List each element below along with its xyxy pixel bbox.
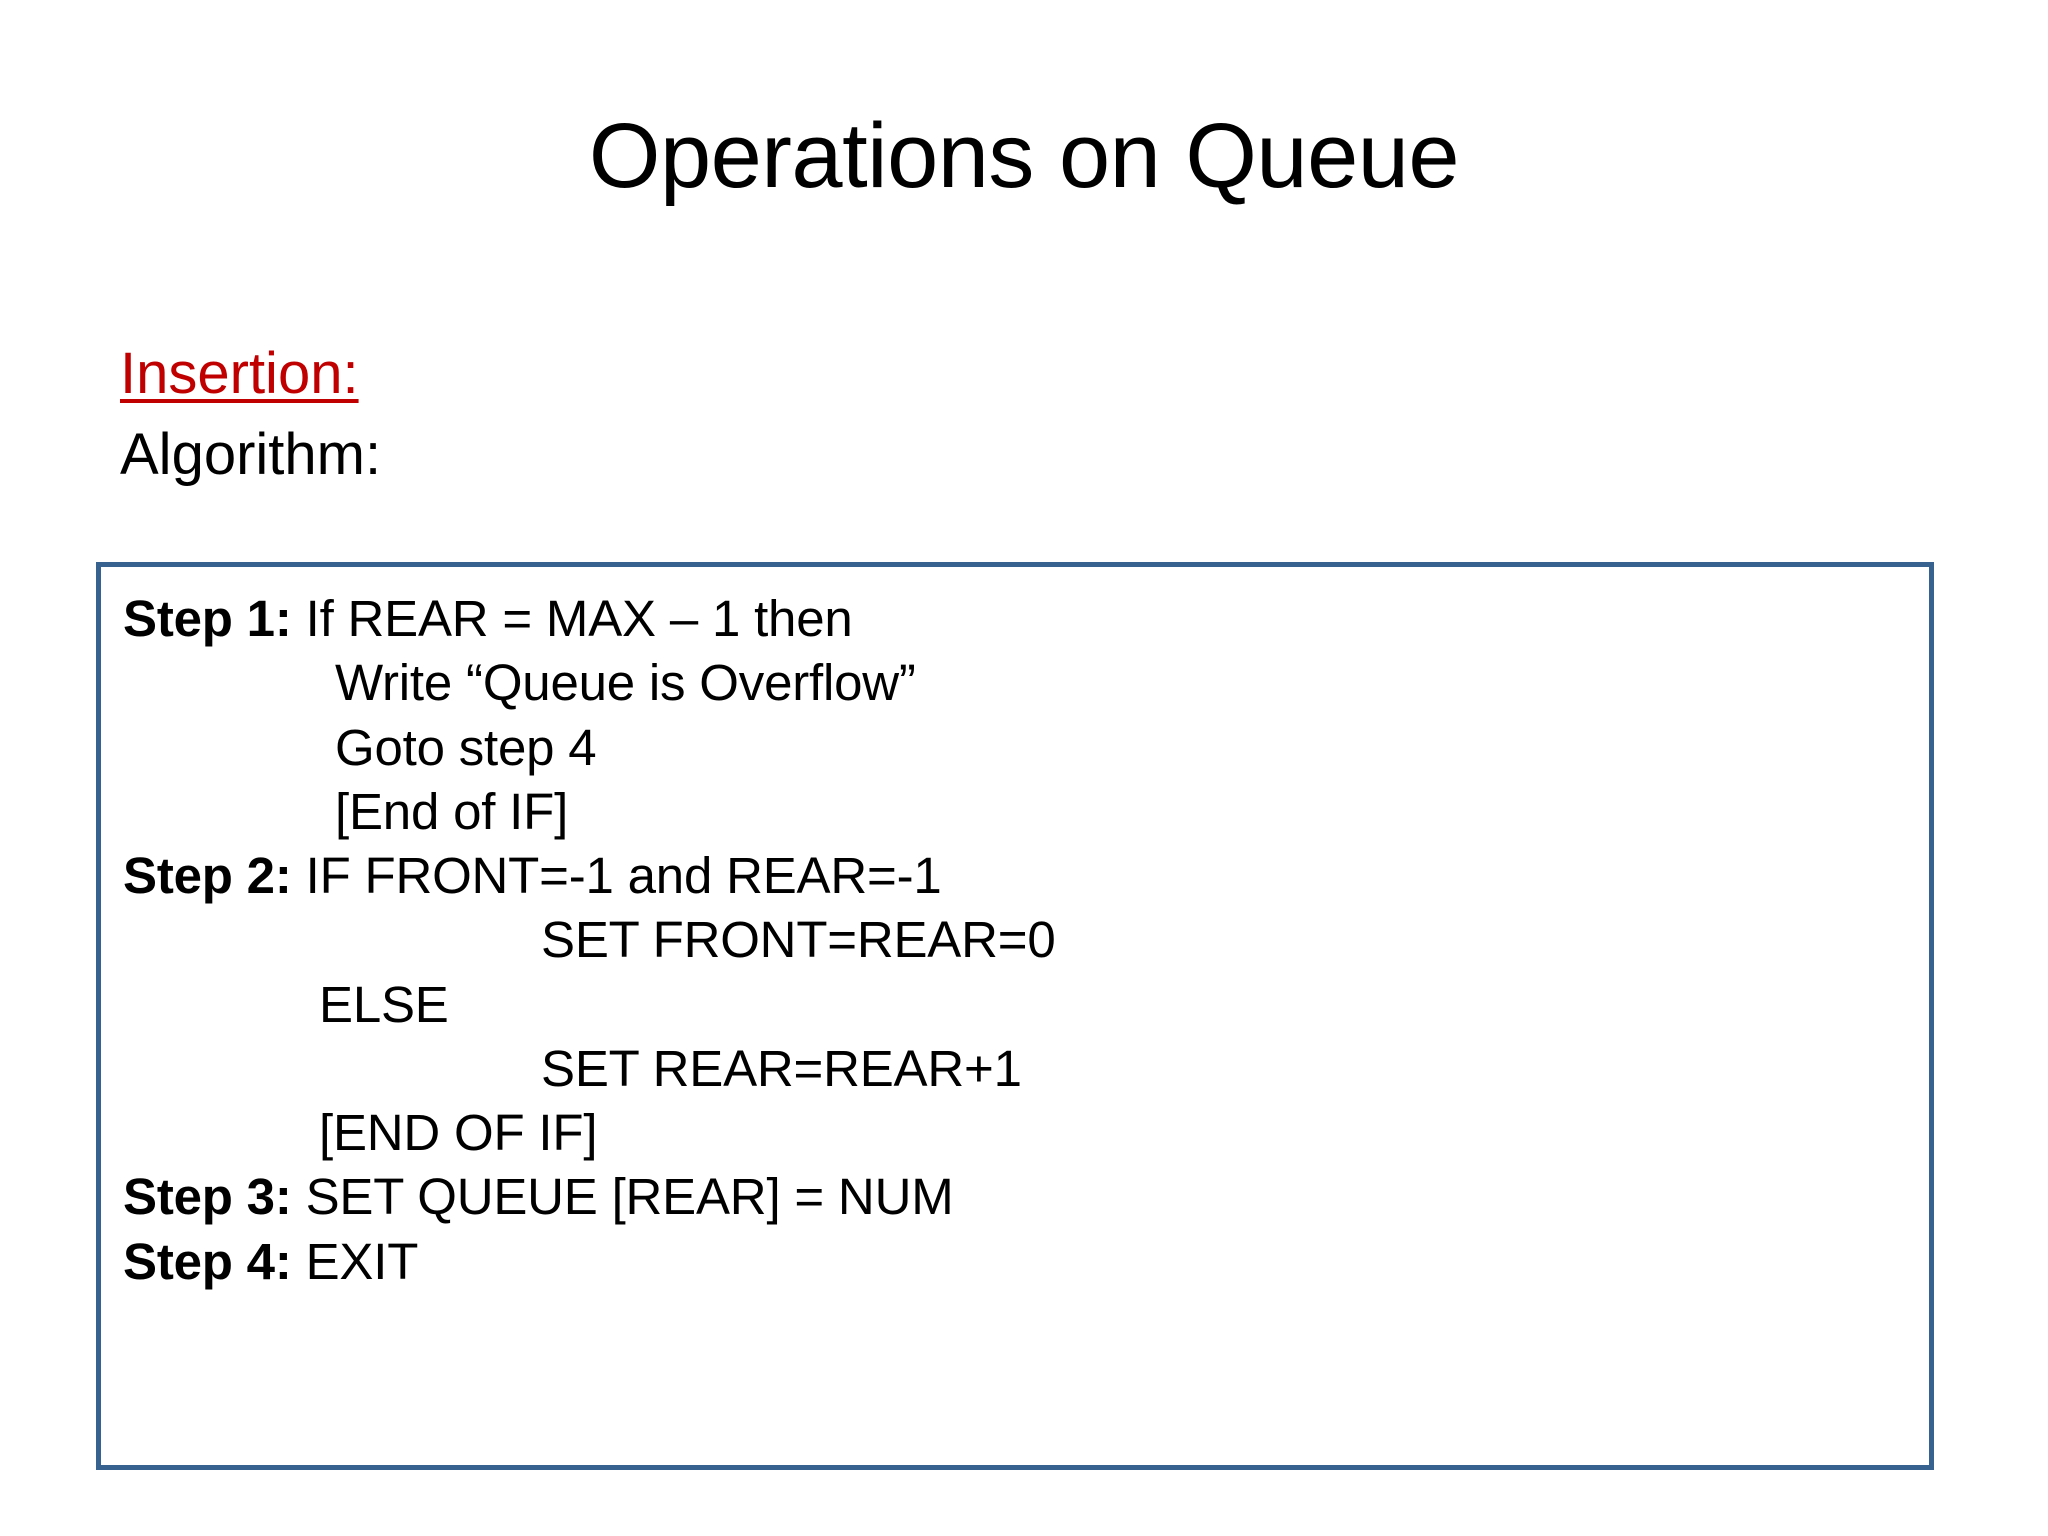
algorithm-line-text: [END OF IF] [319,1104,598,1161]
step-label: Step 4: [123,1232,292,1290]
algorithm-line: Write “Queue is Overflow” [123,651,1919,715]
algorithm-line-text: Goto step 4 [335,718,597,776]
algorithm-label: Algorithm: [120,422,382,488]
algorithm-line: ELSE [123,973,1919,1037]
algorithm-line: Step 4: EXIT [123,1230,1919,1294]
algorithm-line: Step 2: IF FRONT=-1 and REAR=-1 [123,844,1919,908]
algorithm-line: [End of IF] [123,780,1919,844]
algorithm-line-text: If REAR = MAX – 1 then [291,590,853,647]
insertion-heading: Insertion: [120,341,359,406]
intro-heading-row: Insertion: [120,340,1020,407]
page-title: Operations on Queue [588,105,1460,207]
algorithm-line-text: [End of IF] [335,782,569,840]
algorithm-line-text: ELSE [319,975,449,1033]
algorithm-line: Step 3: SET QUEUE [REAR] = NUM [123,1165,1919,1229]
algorithm-line: SET REAR=REAR+1 [123,1037,1919,1101]
step-label: Step 2: [123,847,292,904]
step-label: Step 1: [123,590,292,647]
intro-block: Insertion: Algorithm: [120,340,1020,489]
algorithm-line-text: Write “Queue is Overflow” [335,654,916,712]
algorithm-line: Goto step 4 [123,716,1919,780]
step-label: Step 3: [123,1168,292,1226]
algorithm-line-text: IF FRONT=-1 and REAR=-1 [291,847,942,904]
algorithm-line-text: SET FRONT=REAR=0 [541,911,1056,969]
algorithm-line: Step 1: If REAR = MAX – 1 then [123,587,1919,651]
algorithm-line-text: SET REAR=REAR+1 [541,1039,1022,1097]
algorithm-line: SET FRONT=REAR=0 [123,908,1919,972]
algorithm-line-text: SET QUEUE [REAR] = NUM [291,1168,954,1226]
algorithm-line: [END OF IF] [123,1101,1919,1165]
algorithm-line-text: EXIT [291,1232,419,1290]
